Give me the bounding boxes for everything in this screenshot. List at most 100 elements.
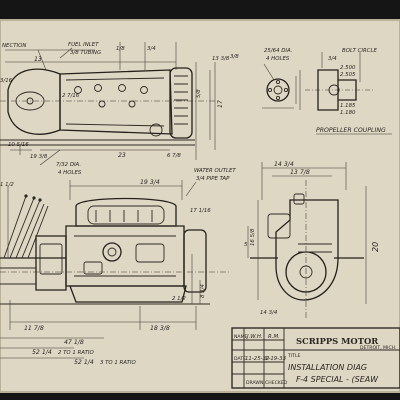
dim-17: 17 — [217, 100, 224, 108]
dim-ext-right — [195, 62, 216, 160]
fuel-inlet-sub: 3/8 TUBING — [70, 50, 101, 56]
coupling-dim-2500: 2.500 — [340, 65, 356, 71]
dim-vert-right — [191, 254, 201, 304]
coupling-dim-lines — [295, 70, 301, 110]
dim-13-3-8: 13 3/8 — [212, 56, 230, 62]
hole-note-1: 7/32 DIA. — [56, 162, 81, 168]
reverse-gear-housing — [169, 67, 193, 139]
head-bolt-3 — [118, 84, 126, 92]
coupling-dim-1185: 1.185 — [340, 103, 356, 109]
propeller-coupling-title: PROPELLER COUPLING — [316, 127, 386, 134]
end-dim-16-5-8: 16 5/8 — [250, 228, 256, 246]
coupling-dim-2505: 2.505 — [340, 72, 356, 78]
dim-10-5-16 — [10, 145, 32, 155]
end-dim-14-3-4-b: 14 3/4 — [260, 310, 278, 316]
flywheel-boss — [149, 123, 163, 137]
paper-edge — [0, 19, 400, 393]
coupling-end-view — [266, 78, 290, 102]
dim-13: 13 — [34, 56, 42, 63]
dim-1-1-2: 1 1/2 — [0, 182, 14, 188]
housing-ribs — [174, 75, 188, 125]
dim-11-7-8: 11 7/8 — [24, 325, 44, 332]
dim-5-8: 5/8 — [196, 89, 202, 98]
drawn-initials: J.W.H. — [246, 334, 263, 340]
company-address: DETROIT, MICH. — [360, 345, 397, 351]
timing-cover — [39, 243, 63, 275]
end-dim-13-7-8: 13 7/8 — [290, 169, 310, 176]
side-elevation-view: WATER OUTLET 3/4 PIPE TAP 19 3/4 17 1/16… — [0, 168, 236, 366]
rear-gear-housing-side — [183, 229, 207, 293]
coupling-dia-note-1: 25/64 DIA. — [264, 48, 293, 54]
date-label: DATE — [234, 356, 246, 362]
top-view: NECTION FUEL INLET 3/8 TUBING 13 1/8 3/4… — [0, 42, 239, 176]
end-dim-14-3-4: 14 3/4 — [274, 161, 294, 168]
dim-2-1-2: 2 1/2 — [172, 296, 186, 302]
title-label: TITLE — [287, 353, 301, 359]
bolt-hole-4 — [283, 87, 289, 93]
leader-holes — [39, 149, 61, 166]
company-name: SCRIPPS MOTOR — [296, 336, 379, 346]
title-line-2: F-4 SPECIAL - (SEAW — [296, 375, 379, 384]
drawing-paper — [0, 20, 400, 392]
lever-knob-3 — [38, 198, 42, 202]
bolt-hole-2 — [275, 95, 281, 101]
coupling-dim-3-4: 3/4 — [328, 56, 337, 62]
dim-23: 23 — [118, 152, 126, 159]
oil-pan — [69, 285, 187, 303]
end-dim-5: 5 — [244, 242, 248, 248]
end-dim-verticals — [257, 186, 367, 304]
end-ext-lines — [261, 162, 347, 200]
end-view-block — [275, 199, 339, 301]
dim-47-1-8: 47 1/8 — [64, 339, 84, 346]
coupling-ext-lines — [321, 52, 361, 82]
control-levers — [3, 195, 49, 259]
distributor — [267, 213, 291, 239]
coupling-bore — [273, 85, 283, 95]
leader-water-outlet — [185, 181, 197, 197]
dim-19-3-8: 19 3/8 — [30, 154, 48, 160]
name-label: NAME — [234, 334, 248, 340]
cylinder-head — [75, 197, 177, 227]
title-block-rows — [232, 339, 284, 375]
title-block-columns — [243, 328, 285, 388]
dim-6-7-8: 6 7/8 — [167, 153, 181, 159]
block-detail-lines — [74, 235, 176, 277]
coupling-dim-1180: 1.180 — [340, 110, 356, 116]
head-bolt-4 — [140, 86, 148, 94]
starter-hub — [107, 247, 117, 257]
head-bolt-2 — [94, 84, 102, 92]
dim-52-1-4-b: 52 1/4 — [74, 359, 94, 366]
end-elevation-view: 14 3/4 13 7/8 16 5/8 5 14 3/4 20 — [244, 161, 380, 320]
dim-ext-bottom — [9, 300, 197, 330]
drawn-date: 11-25-32 — [245, 356, 270, 362]
coupling-side-flange — [317, 69, 339, 111]
dim-10-5-16-label: 10 5/16 — [8, 142, 29, 148]
engine-bed-rail — [0, 139, 195, 146]
bolt-hole-3 — [267, 87, 273, 93]
block-rails — [65, 77, 165, 127]
head-bolt-1 — [74, 86, 82, 94]
dim-2-7-16: 2 7/16 — [62, 93, 80, 99]
end-detail-lines — [298, 243, 332, 253]
ratio-3-to-1: 3 TO 1 RATIO — [100, 360, 136, 366]
connection-label: NECTION — [2, 43, 26, 49]
ext-lines-top — [119, 42, 177, 70]
checked-label: CHECKED — [265, 380, 288, 386]
water-outlet-sub: 3/4 PIPE TAP — [196, 176, 230, 182]
dim-3-4: 3/4 — [147, 46, 156, 52]
ratio-2-to-1: 2 TO 1 RATIO — [58, 350, 94, 356]
lever-knob-2 — [32, 196, 36, 200]
dim-ext-19-3-4 — [69, 180, 183, 200]
dim-8-3-4: 8 3/4 — [200, 284, 206, 298]
dim-1-8: 1/8 — [116, 46, 125, 52]
head-fins — [95, 210, 153, 222]
lever-knob-1 — [24, 194, 28, 198]
title-block: SCRIPPS MOTOR DETROIT, MICH. NAME J.W.H.… — [231, 327, 400, 389]
dim-17-1-16: 17 1/16 — [190, 208, 211, 214]
bolt-circle-label: BOLT CIRCLE — [342, 48, 377, 54]
propeller-coupling-view: 25/64 DIA. 4 HOLES BOLT CIRCLE 2.500 2.5… — [262, 48, 392, 135]
bolt-hole-1 — [275, 79, 281, 85]
checked-date: 1-19-33 — [265, 356, 287, 362]
